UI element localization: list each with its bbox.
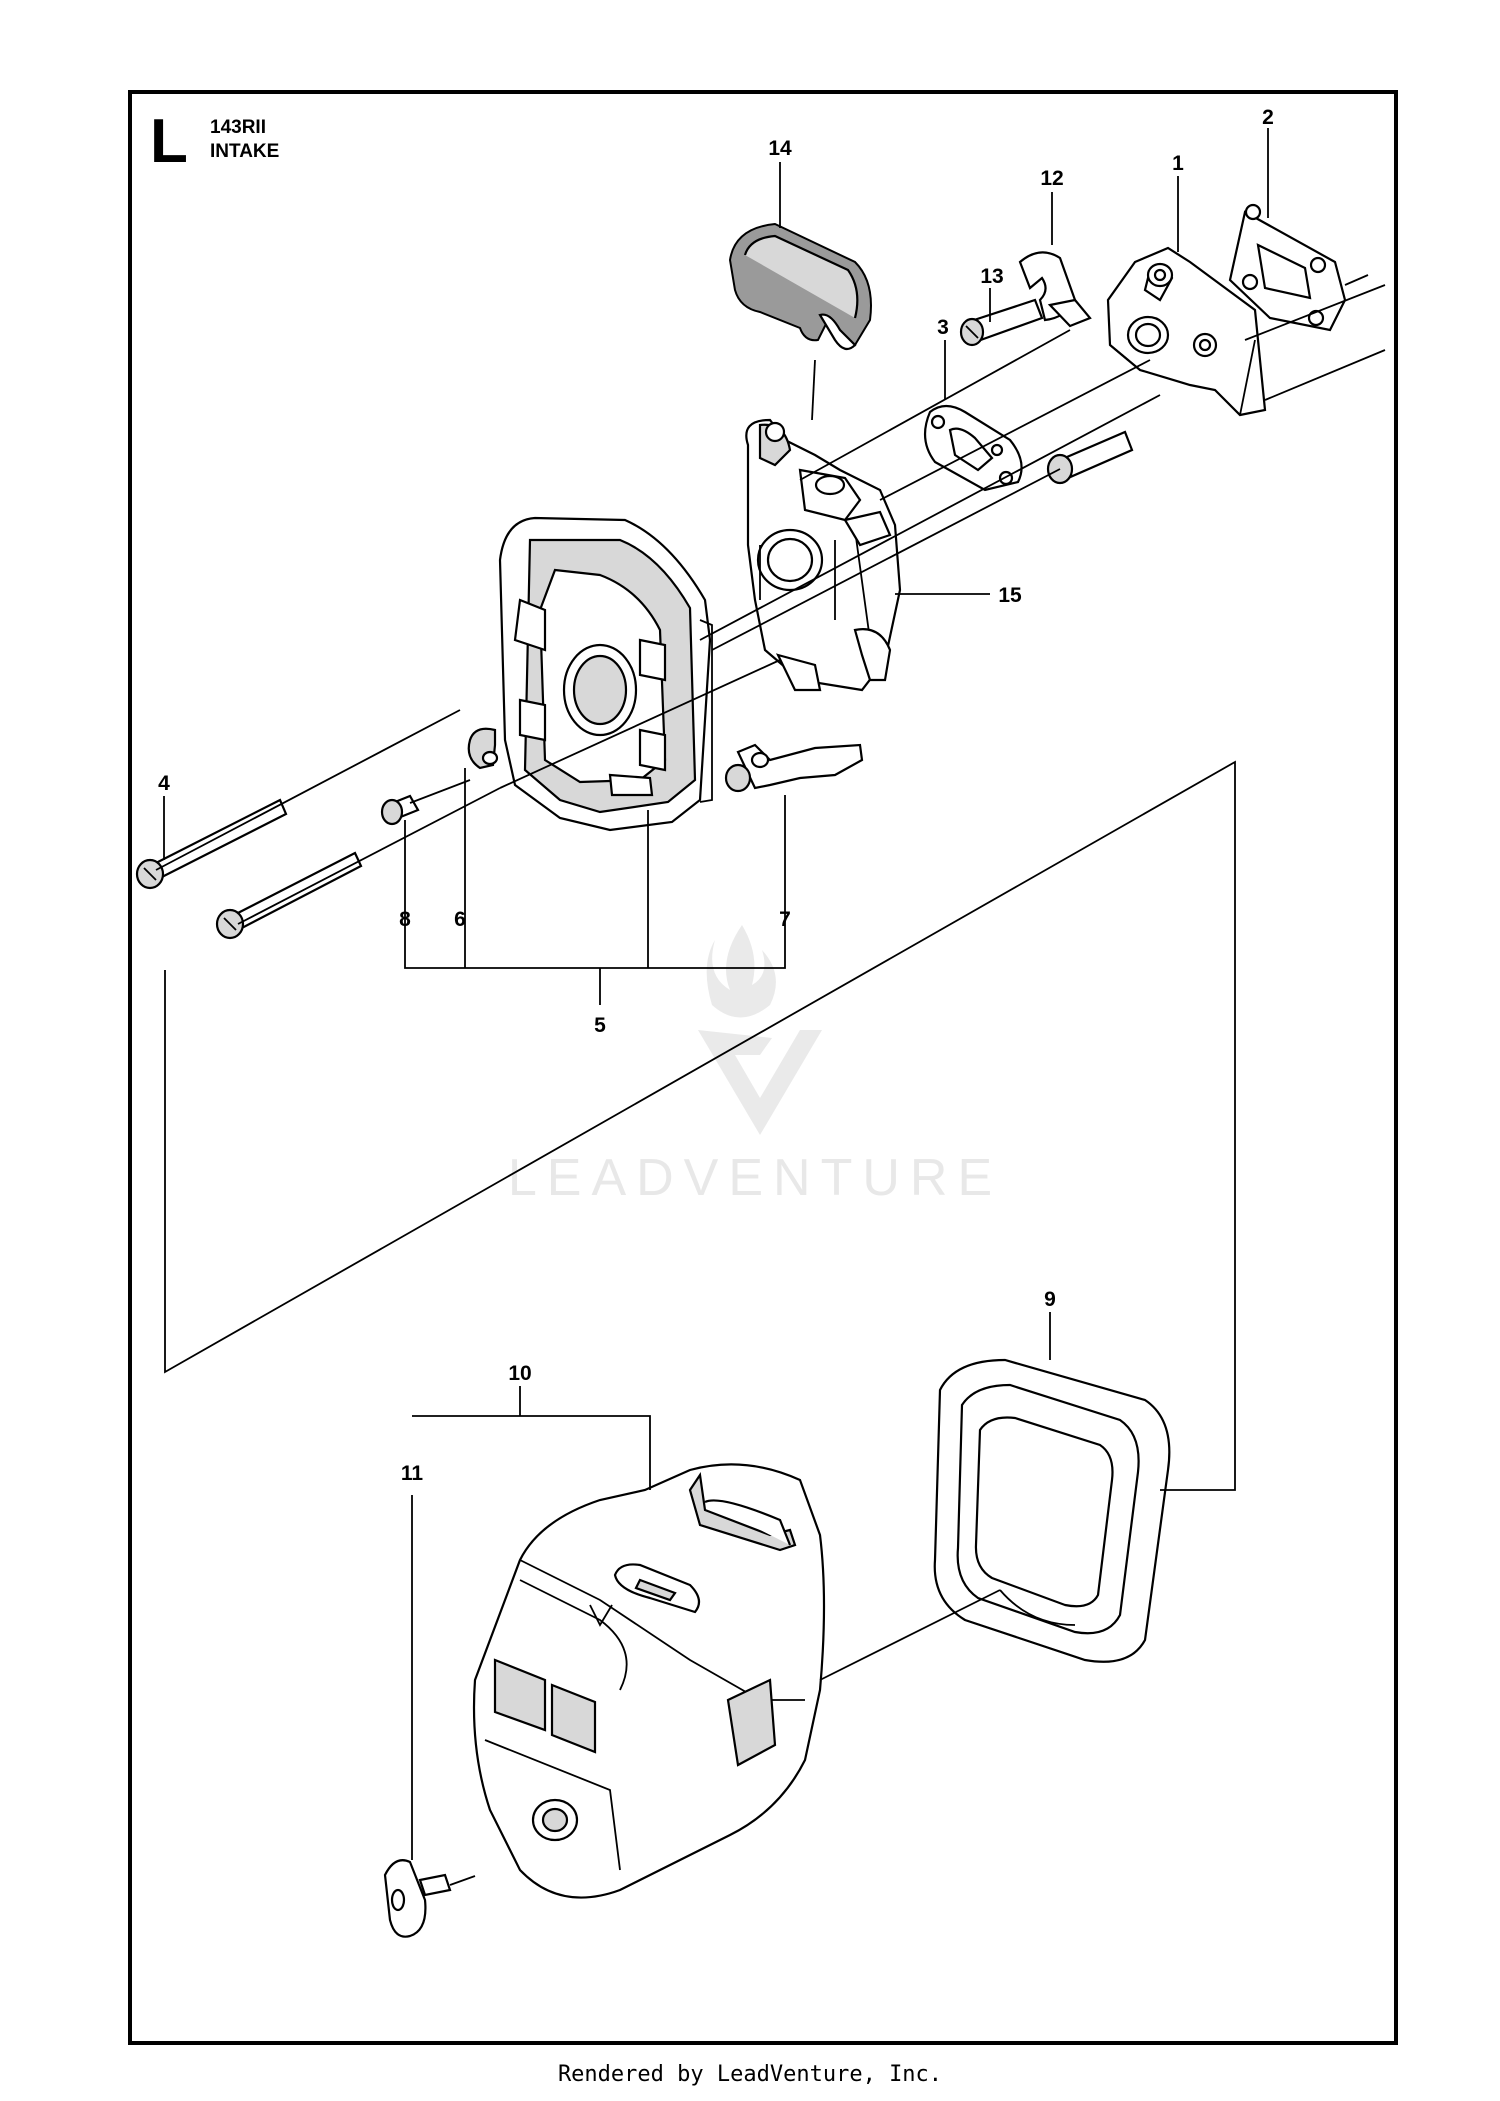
callout-12: 12	[1040, 167, 1063, 190]
part-11-knob	[383, 1859, 452, 1938]
part-6-valve-plate	[467, 727, 499, 770]
part-bolt-lower-right	[1046, 430, 1134, 485]
part-5-filter-base	[498, 516, 713, 832]
section-letter: L	[150, 107, 188, 176]
model-label: 143RII	[210, 117, 266, 138]
watermark-brand: LEADVENTURE	[508, 1149, 1002, 1207]
part-10-filter-cover	[472, 1463, 826, 1899]
callout-2: 2	[1262, 106, 1274, 129]
callout-15: 15	[998, 584, 1022, 607]
watermark: LEADVENTURE	[508, 925, 1002, 1207]
diagram-frame	[128, 90, 1398, 2045]
watermark-flame-icon	[706, 925, 776, 1018]
callout-10: 10	[508, 1362, 531, 1385]
part-12-clamp	[1018, 251, 1092, 328]
part-7-choke-lever	[724, 743, 864, 793]
callout-3: 3	[937, 316, 949, 339]
callout-labels: 2 1 14 12 13 3 15 4 8 6 7 5 9 10 11	[158, 106, 1274, 1485]
callout-6: 6	[454, 908, 466, 931]
callout-8: 8	[399, 908, 411, 931]
part-9-filter-element	[933, 1358, 1171, 1663]
part-15-carburetor	[745, 418, 902, 692]
watermark-v-icon	[698, 1030, 822, 1135]
part-3-carb-gasket	[923, 404, 1023, 492]
callout-7: 7	[779, 908, 791, 931]
part-13-bolt	[959, 298, 1044, 347]
callout-5: 5	[594, 1014, 606, 1037]
leader-lines	[155, 128, 1386, 1886]
footer-credit: Rendered by LeadVenture, Inc.	[557, 2062, 943, 2087]
callout-9: 9	[1044, 1288, 1056, 1311]
callout-1: 1	[1172, 152, 1184, 175]
part-14-carb-cover	[728, 222, 872, 351]
part-8-screw	[380, 779, 471, 826]
callout-11: 11	[401, 1462, 424, 1485]
part-2-gasket	[1228, 203, 1369, 332]
part-1-intake-manifold	[1106, 246, 1267, 417]
callout-14: 14	[768, 137, 792, 160]
section-title: INTAKE	[210, 141, 279, 162]
callout-13: 13	[980, 265, 1003, 288]
callout-4: 4	[158, 772, 170, 795]
